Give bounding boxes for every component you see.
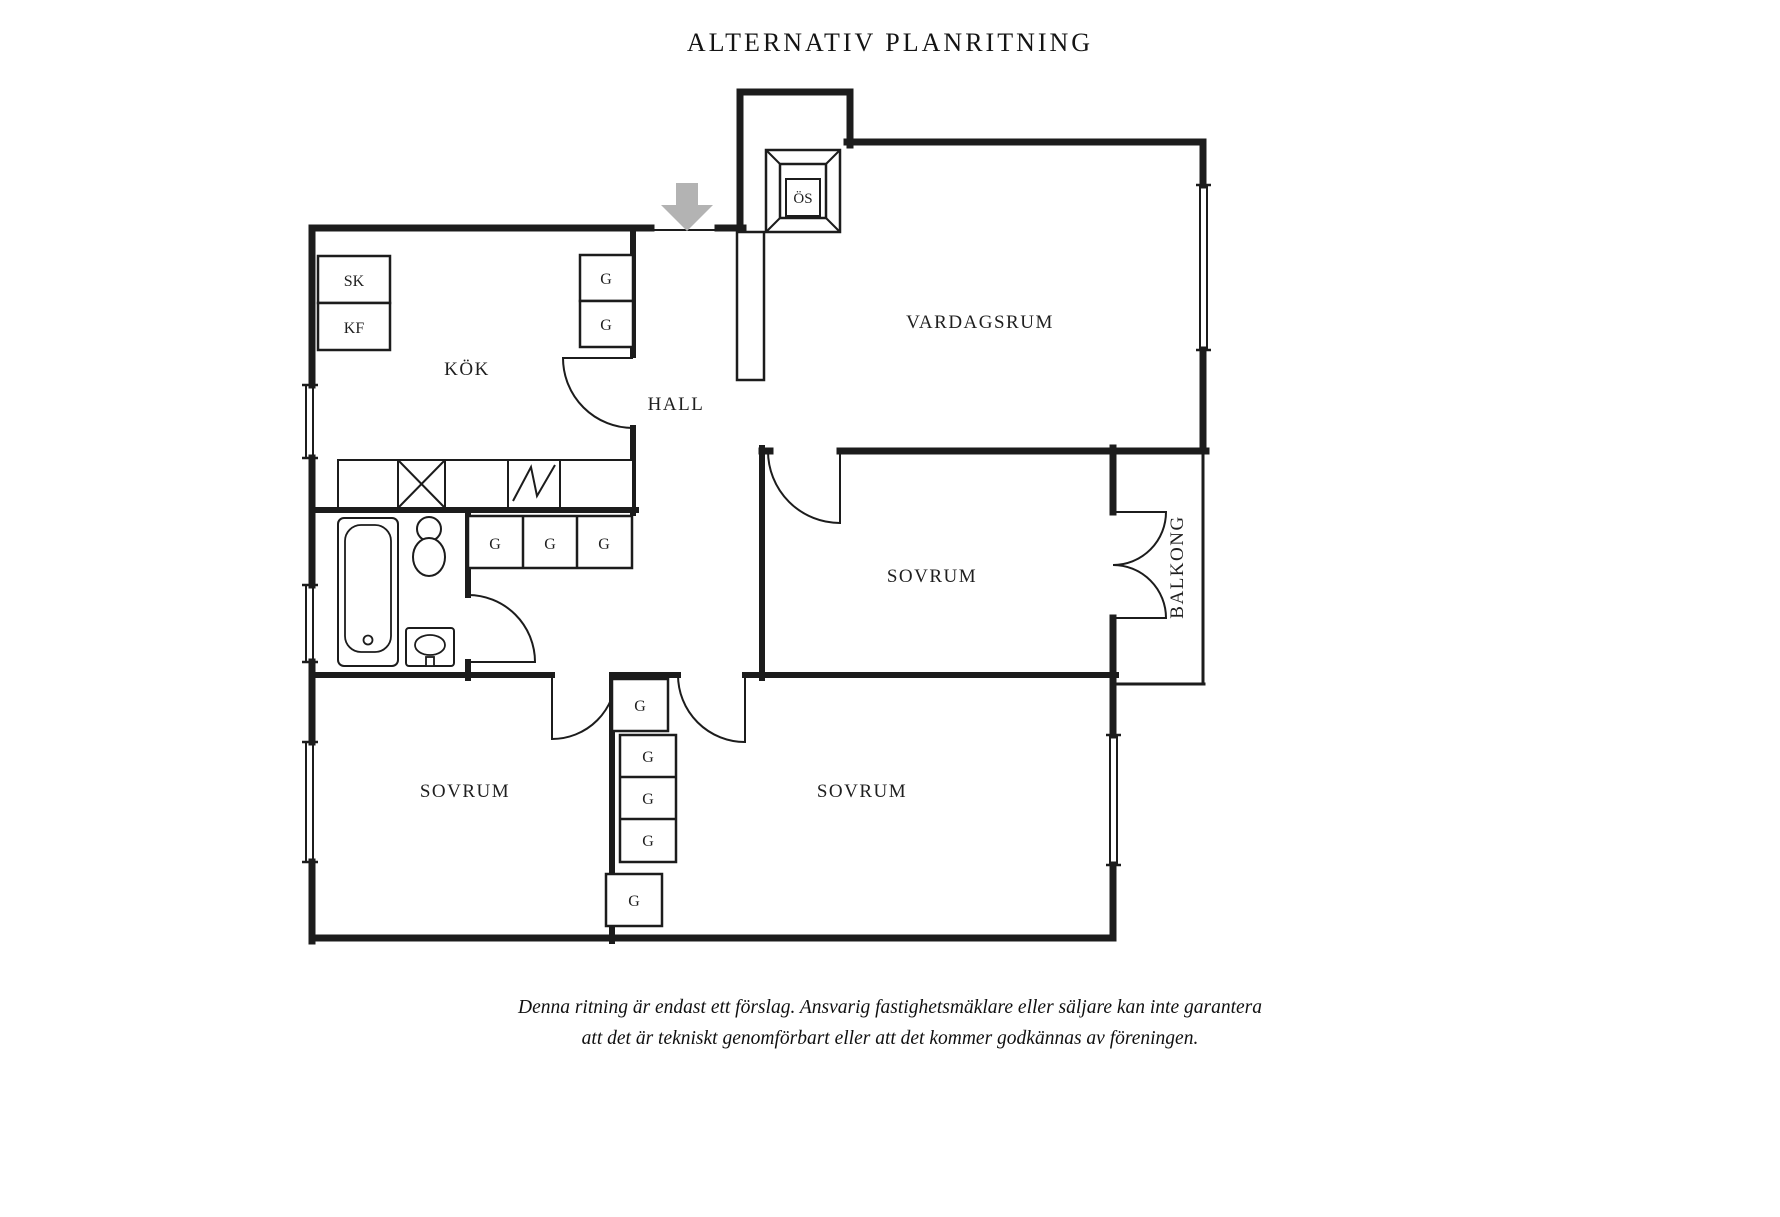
wardrobe-label: G bbox=[544, 536, 556, 553]
entrance-arrow-icon bbox=[661, 183, 713, 231]
kitchen-counter bbox=[337, 459, 634, 509]
bedroom-right-label: SOVRUM bbox=[817, 781, 907, 802]
window-livingroom bbox=[1196, 183, 1211, 352]
fireplace-icon bbox=[764, 148, 842, 234]
window-kitchen bbox=[302, 383, 318, 460]
wardrobe-label: G bbox=[600, 271, 612, 288]
hall-label: HALL bbox=[648, 394, 705, 415]
livingroom-label: VARDAGSRUM bbox=[906, 312, 1054, 333]
page-title: ALTERNATIV PLANRITNING bbox=[686, 28, 1094, 57]
door-arc-bedroom-left bbox=[551, 674, 617, 741]
wardrobe bbox=[578, 253, 635, 303]
bathroom-fixtures bbox=[337, 516, 455, 667]
window-bathroom bbox=[302, 583, 318, 664]
hall-livingroom-wall bbox=[735, 230, 766, 382]
cleaning-closet-label: SK bbox=[344, 273, 365, 290]
door-arc-balcony-bottom bbox=[1112, 564, 1168, 619]
cleaning-closet bbox=[316, 254, 392, 305]
sink-icon bbox=[405, 627, 455, 667]
balcony-label: BALKONG bbox=[1167, 515, 1188, 618]
wardrobe-label: G bbox=[642, 791, 654, 808]
disclaimer-line-2: att det är tekniskt genomförbart eller a… bbox=[581, 1027, 1199, 1049]
fridge-freezer-label: KF bbox=[344, 320, 365, 337]
sink-drainer-icon bbox=[512, 464, 556, 502]
window-bedroom-right bbox=[1106, 733, 1121, 867]
wardrobe bbox=[610, 677, 670, 733]
room-labels: KÖK HALL VARDAGSRUM SOVRUM SOVRUM SOVRUM… bbox=[420, 312, 1188, 802]
wardrobe-label: G bbox=[628, 893, 640, 910]
wardrobe-label: G bbox=[642, 749, 654, 766]
door-arc-bedroom-middle bbox=[767, 450, 841, 525]
fixture-labels: SK KF G G G G G G G G G G ÖS bbox=[344, 190, 813, 910]
bedroom-middle-label: SOVRUM bbox=[887, 566, 977, 587]
wardrobe bbox=[578, 299, 635, 349]
wardrobe-label: G bbox=[634, 698, 646, 715]
door-arc-kitchen bbox=[561, 357, 634, 429]
wardrobe-label: G bbox=[642, 833, 654, 850]
bathtub-icon bbox=[337, 517, 399, 667]
wardrobe-label: G bbox=[600, 317, 612, 334]
wardrobe-label: G bbox=[489, 536, 501, 553]
disclaimer: Denna ritning är endast ett förslag. Ans… bbox=[0, 993, 1780, 1055]
window-bedroom-left bbox=[302, 740, 318, 864]
door-arc-balcony-top bbox=[1112, 511, 1168, 566]
stove-icon bbox=[397, 459, 446, 509]
bedroom-left-label: SOVRUM bbox=[420, 781, 510, 802]
wardrobe-row bbox=[466, 514, 634, 570]
balcony-walls bbox=[1111, 449, 1206, 686]
kitchen-label: KÖK bbox=[444, 359, 490, 380]
toilet-icon bbox=[412, 516, 446, 577]
wardrobe-label: G bbox=[598, 536, 610, 553]
wardrobe-stack bbox=[618, 733, 678, 864]
fireplace-label: ÖS bbox=[793, 190, 812, 207]
windows bbox=[302, 183, 1211, 867]
closets bbox=[316, 253, 678, 928]
door-arc-bathroom bbox=[467, 594, 537, 663]
fridge-freezer bbox=[316, 301, 392, 352]
door-arc-bedroom-right bbox=[677, 674, 746, 744]
disclaimer-line-1: Denna ritning är endast ett förslag. Ans… bbox=[517, 997, 1263, 1018]
interior-walls bbox=[309, 225, 1119, 944]
wardrobe bbox=[604, 872, 664, 928]
